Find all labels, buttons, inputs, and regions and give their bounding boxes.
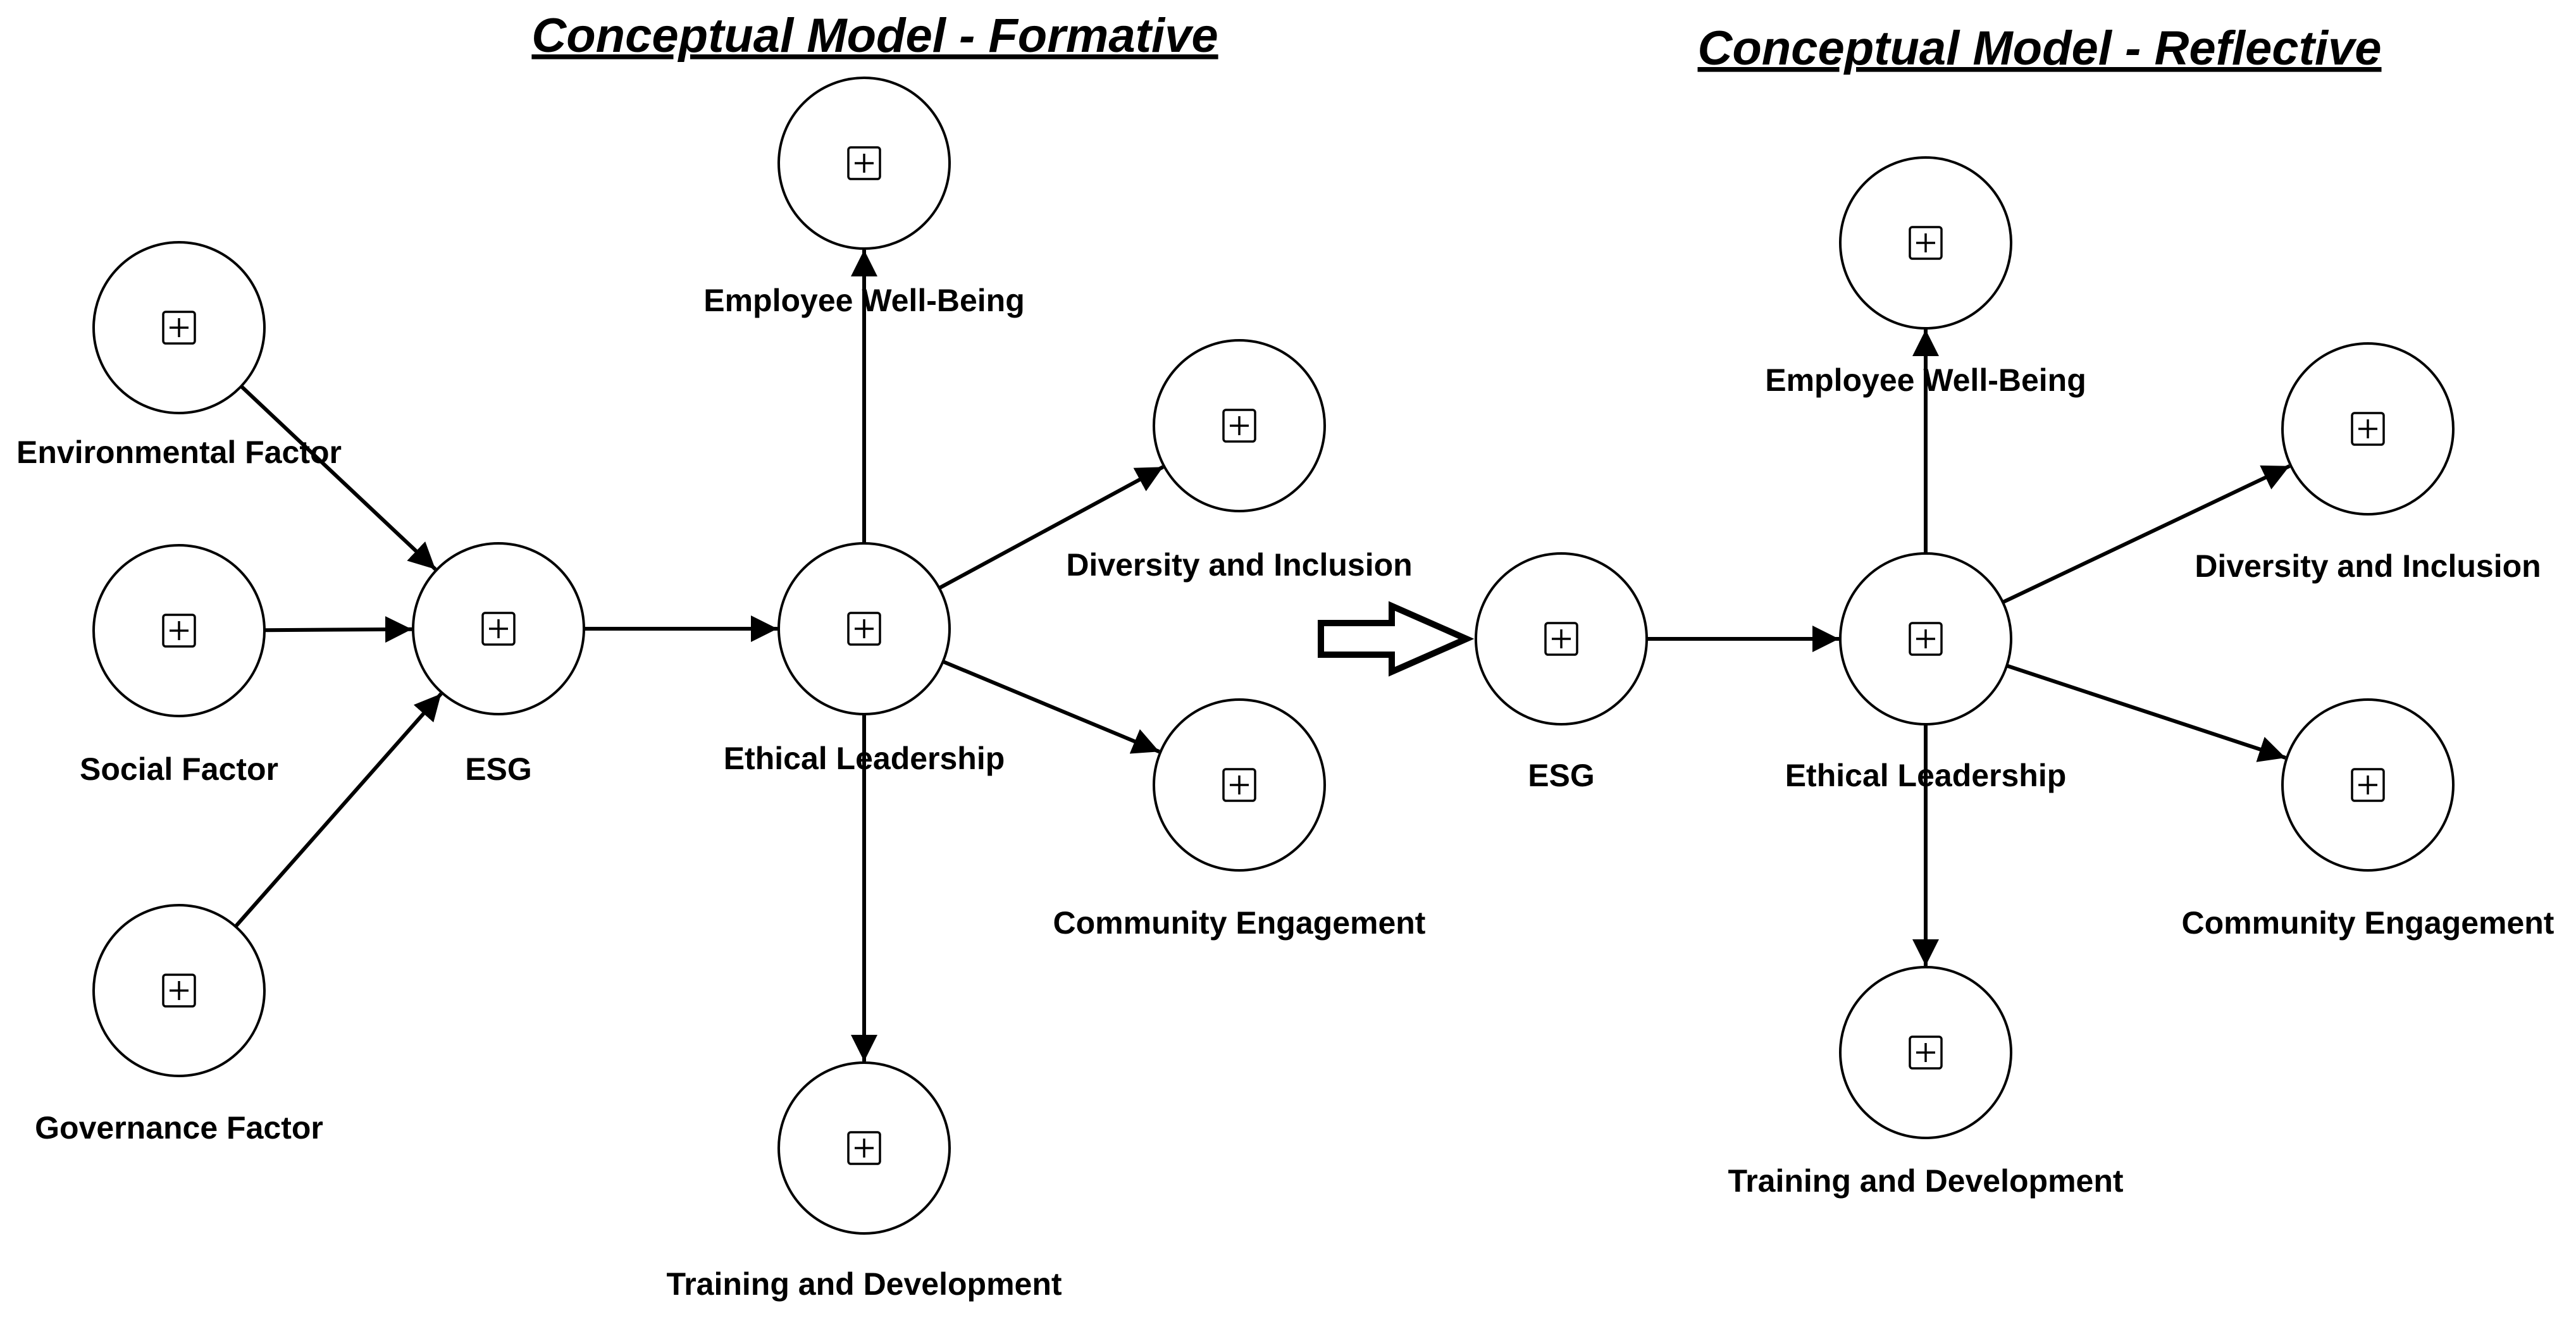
node-r-ewb[interactable]: Employee Well-Being xyxy=(1765,156,2086,398)
reflective-edges xyxy=(1647,330,2291,966)
node-label: Employee Well-Being xyxy=(1765,362,2086,398)
node-r-el[interactable]: Ethical Leadership xyxy=(1785,552,2067,793)
formative-edges xyxy=(234,250,1164,1061)
node-f-env[interactable]: Environmental Factor xyxy=(16,241,342,470)
node-f-ce[interactable]: Community Engagement xyxy=(1053,698,1426,941)
edge-arrow-f-env-to-f-esg xyxy=(240,385,437,571)
expand-plus-icon[interactable] xyxy=(162,614,196,648)
node-label: Diversity and Inclusion xyxy=(2195,548,2541,584)
node-r-td[interactable]: Training and Development xyxy=(1728,966,2124,1199)
node-label: Diversity and Inclusion xyxy=(1066,547,1412,583)
reflective-nodes: ESG Ethical Leadership Employee Well-Being… xyxy=(1475,156,2554,1199)
node-label: ESG xyxy=(1528,758,1595,793)
expand-plus-icon[interactable] xyxy=(2351,412,2385,446)
node-f-td[interactable]: Training and Development xyxy=(666,1061,1062,1302)
node-f-ewb[interactable]: Employee Well-Being xyxy=(703,77,1025,318)
expand-plus-icon[interactable] xyxy=(1909,622,1943,656)
node-f-gov[interactable]: Governance Factor xyxy=(35,904,323,1146)
expand-plus-icon[interactable] xyxy=(1222,409,1256,443)
reflective-title: Conceptual Model - Reflective xyxy=(1697,22,2381,75)
node-label: Training and Development xyxy=(666,1266,1062,1302)
node-f-di[interactable]: Diversity and Inclusion xyxy=(1066,339,1413,583)
expand-plus-icon[interactable] xyxy=(162,311,196,345)
expand-plus-icon[interactable] xyxy=(847,146,881,180)
node-r-ce[interactable]: Community Engagement xyxy=(2182,698,2554,941)
node-label: Training and Development xyxy=(1728,1163,2123,1199)
formative-title: Conceptual Model - Formative xyxy=(531,9,1218,63)
edge-arrow-f-el-to-f-ce xyxy=(942,660,1160,754)
reflective-model: Conceptual Model - Reflective ESG Ethical… xyxy=(1475,22,2554,1199)
formative-model: Conceptual Model - Formative Environment… xyxy=(16,9,1426,1302)
node-f-el[interactable]: Ethical Leadership xyxy=(724,542,1005,776)
right-arrow-icon xyxy=(1318,601,1475,677)
node-label: Environmental Factor xyxy=(16,435,342,470)
expand-plus-icon[interactable] xyxy=(2351,768,2385,802)
edge-arrow-f-gov-to-f-esg xyxy=(234,692,443,928)
expand-plus-icon[interactable] xyxy=(847,612,881,646)
node-f-soc[interactable]: Social Factor xyxy=(80,544,278,787)
edge-arrow-f-soc-to-f-esg xyxy=(264,616,412,643)
node-label: Community Engagement xyxy=(1053,905,1426,941)
expand-plus-icon[interactable] xyxy=(1222,768,1256,802)
node-r-esg[interactable]: ESG xyxy=(1475,552,1648,793)
expand-plus-icon[interactable] xyxy=(847,1131,881,1165)
node-label: Community Engagement xyxy=(2182,905,2554,941)
node-label: Social Factor xyxy=(80,751,278,787)
expand-plus-icon[interactable] xyxy=(1909,1035,1943,1070)
edge-arrow-f-el-to-f-di xyxy=(938,465,1164,590)
node-label: Ethical Leadership xyxy=(724,741,1005,776)
node-f-esg[interactable]: ESG xyxy=(412,542,585,787)
expand-plus-icon[interactable] xyxy=(162,973,196,1008)
node-label: Employee Well-Being xyxy=(703,283,1025,318)
node-label: Ethical Leadership xyxy=(1785,758,2067,793)
expand-plus-icon[interactable] xyxy=(1544,622,1578,656)
node-label: Governance Factor xyxy=(35,1110,323,1146)
expand-plus-icon[interactable] xyxy=(1909,226,1943,260)
edge-arrow-r-el-to-r-di xyxy=(2002,464,2291,604)
edge-arrow-r-el-to-r-ce xyxy=(2006,664,2286,762)
expand-plus-icon[interactable] xyxy=(481,612,516,646)
node-r-di[interactable]: Diversity and Inclusion xyxy=(2195,342,2541,584)
node-label: ESG xyxy=(465,751,532,787)
